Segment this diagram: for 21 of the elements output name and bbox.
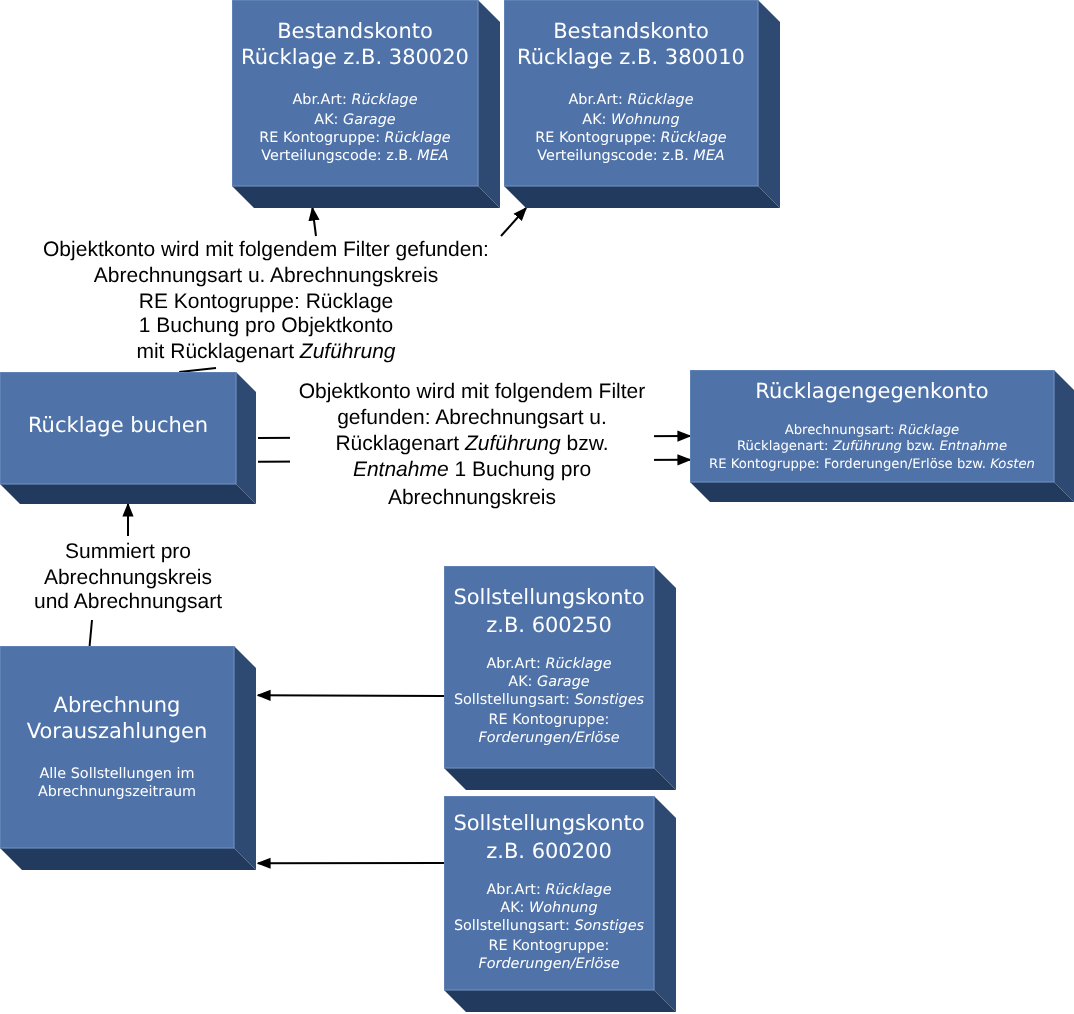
- annotation-text: Summiert pro Abrechnungskreis und Abrechnungsart: [32, 539, 224, 617]
- annotation-text: Objektkonto wird mit folgendem Filter gefunden:: [43, 238, 489, 264]
- annotation-text: RE Kontogruppe: Rücklage: [138, 289, 394, 315]
- arrow: [256, 857, 445, 869]
- arrow: [308, 206, 320, 237]
- edge-label: Objektkonto wird mit folgendem Filter gefunden: Abrechnungsart u. Rücklagenart Zuführung bzw. Entnahme 1 Buchung pro Abrechnungskreis: [290, 380, 654, 512]
- box-title: Sollstellungskonto z.B. 600250: [451, 586, 647, 640]
- arrow: [122, 502, 134, 537]
- annotation-text: mit Rücklagenart Zuführung: [136, 340, 396, 366]
- connector-line: [178, 367, 217, 373]
- box-title: Abrechnung Vorauszahlungen: [24, 693, 210, 746]
- annotation-text: Abrechnungsart u. Abrechnungskreis: [93, 263, 439, 290]
- arrow: [500, 206, 528, 237]
- box-title: Bestandskonto Rücklage z.B. 380010: [515, 20, 747, 73]
- connector-line: [88, 619, 93, 647]
- box-title: Bestandskonto Rücklage z.B. 380020: [239, 20, 471, 73]
- arrow: [256, 689, 445, 701]
- annotation-text: 1 Buchung pro Objektkonto: [138, 314, 394, 341]
- box-title: Sollstellungskonto z.B. 600200: [451, 812, 647, 866]
- box-title: Rücklage buchen: [27, 414, 208, 442]
- box-title: Rücklagengegenkonto: [755, 379, 989, 406]
